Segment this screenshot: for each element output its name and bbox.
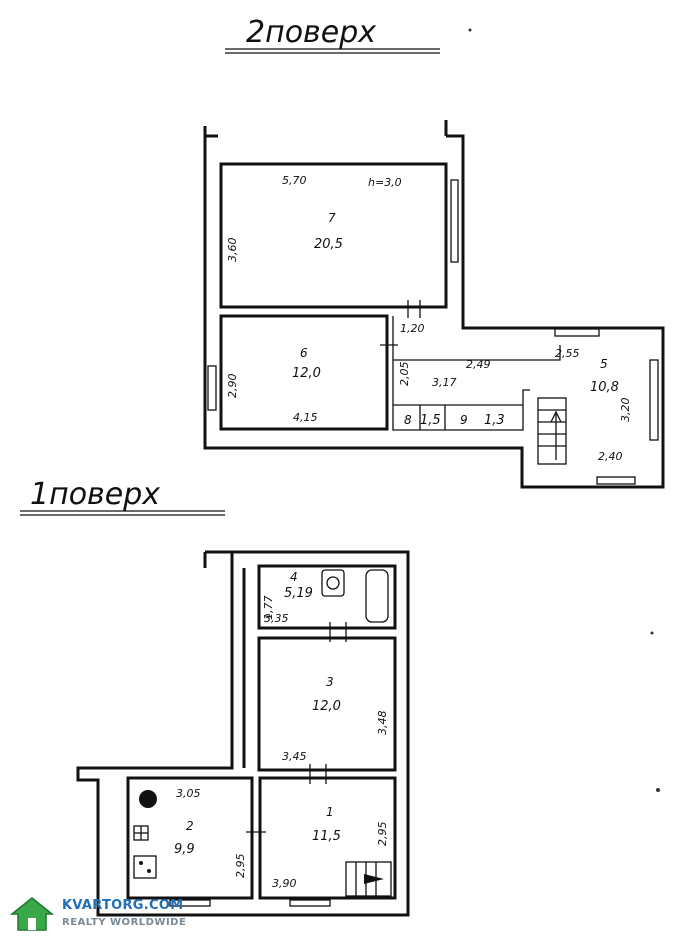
dim-room5-depth: 3,20 xyxy=(619,398,632,423)
watermark: KVARTORG.COM REALTY WORLDWIDE xyxy=(8,896,198,936)
dim-room3-width: 3,45 xyxy=(282,750,307,763)
watermark-subtitle: REALTY WORLDWIDE xyxy=(62,917,187,928)
room-2-area: 9,9 xyxy=(174,842,195,857)
upper-corridor-wall xyxy=(392,316,530,431)
upper-floor-plan: 2поверх 7 xyxy=(203,15,665,489)
room-8-number: 8 xyxy=(404,413,412,427)
lower-floor-heading: 1поверх xyxy=(30,477,160,512)
room-2-window xyxy=(169,899,211,907)
lower-floor-plan: 1поверх xyxy=(20,477,410,917)
room-7-outline xyxy=(219,162,448,309)
room-5-window-bottom xyxy=(596,476,636,485)
speck xyxy=(468,28,472,32)
room-7-window xyxy=(450,179,459,263)
room-5-window-right xyxy=(649,359,659,441)
room-1-area: 11,5 xyxy=(312,829,341,844)
room-6-number: 6 xyxy=(300,346,308,360)
upper-stairs xyxy=(537,397,567,465)
upper-corridor-divider xyxy=(393,345,561,361)
room-5-area: 10,8 xyxy=(590,380,619,395)
dim-room6-depth: 2,90 xyxy=(226,374,239,399)
watermark-title: KVARTORG.COM xyxy=(62,898,184,913)
stair-arrow-head xyxy=(550,410,562,423)
dim-corridor-width: 2,49 xyxy=(466,358,491,371)
dim-corridor-length: 3,17 xyxy=(432,376,457,389)
lower-stairs xyxy=(345,861,392,897)
dim-room2-width: 3,05 xyxy=(176,787,201,800)
room-7-number: 7 xyxy=(328,211,336,225)
room-3-number: 3 xyxy=(326,675,334,689)
lower-outer-wall xyxy=(76,550,410,917)
toilet-fixture xyxy=(321,569,345,597)
room-3-outline xyxy=(257,636,397,772)
toilet-bowl xyxy=(326,576,340,590)
speck xyxy=(650,631,654,635)
room-3-area: 12,0 xyxy=(312,699,341,714)
room-9-number: 9 xyxy=(460,413,468,427)
room-4-number: 4 xyxy=(290,570,298,584)
dim-room4-width: 3,35 xyxy=(264,612,289,625)
boiler-icon xyxy=(139,790,157,808)
stove-fixture xyxy=(133,855,157,879)
room-6-area: 12,0 xyxy=(292,366,321,381)
dim-room4-depth: 1,77 xyxy=(262,596,275,621)
room-7-area: 20,5 xyxy=(314,237,343,252)
dim-room5-width: 2,55 xyxy=(555,347,580,360)
room-2-outline xyxy=(126,776,254,900)
house-logo-icon xyxy=(9,897,55,931)
dim-room2-depth: 2,95 xyxy=(234,854,247,879)
room-5-window-top xyxy=(554,328,600,337)
stove-burner xyxy=(147,869,151,873)
room-9-area: 1,3 xyxy=(484,413,505,428)
room-6-outline xyxy=(219,314,389,431)
room-8-area: 1,5 xyxy=(420,413,441,428)
dim-ceiling-height: h=3,0 xyxy=(368,176,402,189)
room-2-number: 2 xyxy=(186,819,194,833)
lower-stair-arrow xyxy=(364,874,384,884)
dim-room1-width: 3,90 xyxy=(272,877,297,890)
dim-room7-width: 5,70 xyxy=(282,174,307,187)
bathtub-fixture xyxy=(365,569,389,623)
room-6-window xyxy=(207,365,217,411)
room-1-number: 1 xyxy=(326,805,334,819)
dim-corridor-depth: 2,05 xyxy=(398,362,411,387)
room-1-window xyxy=(289,899,331,907)
room-1-outline xyxy=(258,776,397,900)
upper-floor-heading: 2поверх xyxy=(246,15,376,50)
room-5-number: 5 xyxy=(600,357,608,371)
dim-door-width: 1,20 xyxy=(400,322,425,335)
dim-room7-depth: 3,60 xyxy=(226,238,239,263)
dim-stairs-width: 2,40 xyxy=(598,450,623,463)
dim-room1-depth: 2,95 xyxy=(376,822,389,847)
upper-outer-wall xyxy=(203,134,665,489)
room-4-area: 5,19 xyxy=(284,586,313,601)
dim-room3-depth: 3,48 xyxy=(376,711,389,736)
stove-burner xyxy=(139,861,143,865)
room-4-outline xyxy=(257,564,397,630)
dim-room6-width: 4,15 xyxy=(293,411,318,424)
speck xyxy=(656,788,660,792)
